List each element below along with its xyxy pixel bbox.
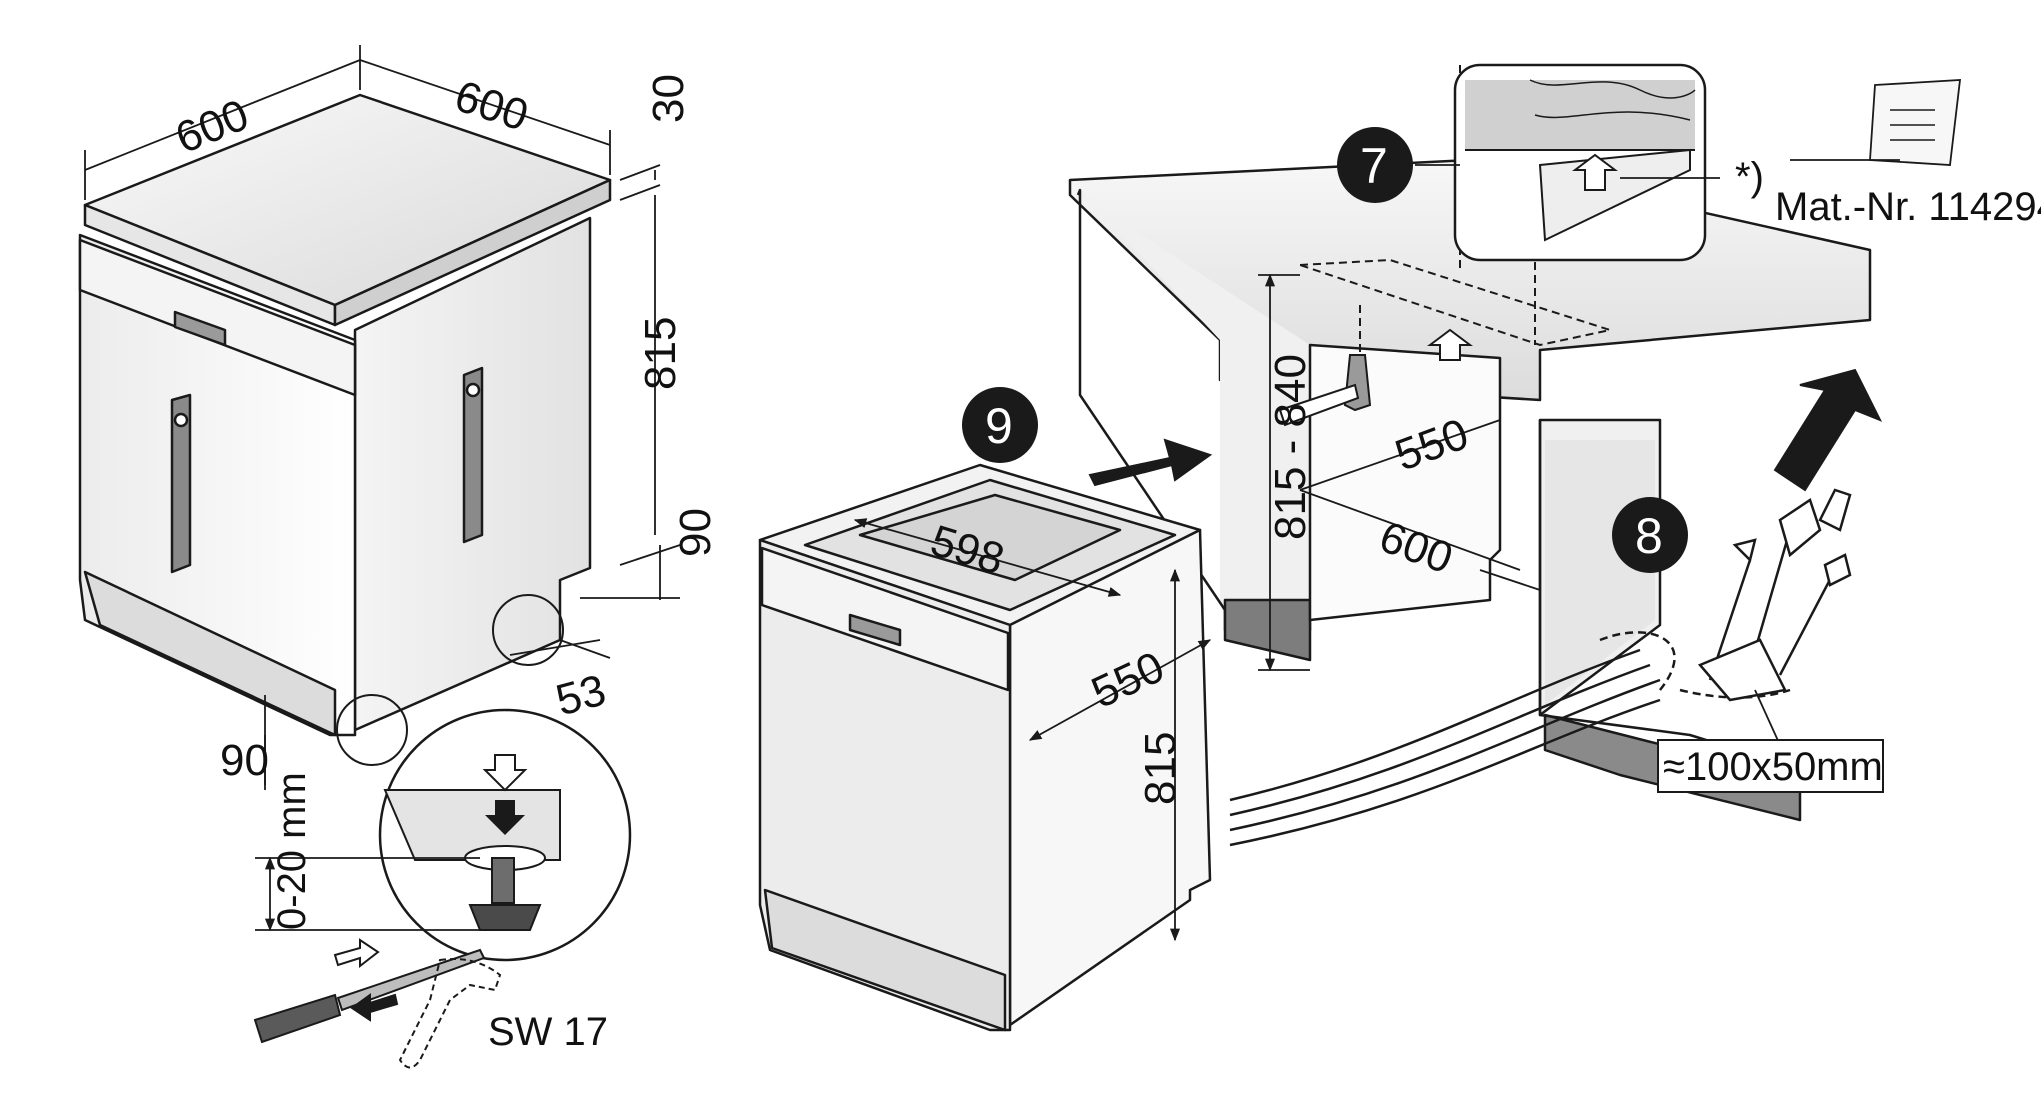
niche-left-wall [1080,190,1310,620]
wrench-icon [398,958,502,1069]
bracket-detail-inset [1453,63,1720,262]
left-dimension-lines [84,45,681,790]
foot-detail-marker-right [492,594,564,666]
foot-detail-marker-left [336,694,408,766]
dim-foot-adjust-range: 0-20 mm [270,772,314,930]
svg-text:8: 8 [1635,508,1663,564]
dim-left-plinth-left: 90 [220,736,269,785]
opening-size-box [1657,739,1884,793]
dim-right-height: 815 [1136,732,1185,805]
opening-leader-line [1754,689,1781,746]
dowel-icon [1278,354,1372,427]
dim-left-height: 815 [636,317,685,390]
wrench-size-label: SW 17 [488,1010,608,1054]
step-badge-7: 7 [1337,127,1460,203]
svg-text:7: 7 [1360,138,1388,194]
dim-left-plinth-depth: 53 [551,665,611,725]
foot-detail-zoom [378,708,632,962]
niche-dimension-lines [1258,273,1541,672]
dim-left-plinth-right: 90 [671,508,720,557]
insert-arrow-icon [1088,438,1213,487]
material-number-label: Mat.-Nr. 114294 [1775,185,2041,229]
step-badge-8: 8 [1612,497,1688,573]
screwdriver-icon [253,938,486,1044]
left-appliance [78,93,612,737]
footnote-marker: *) [1735,155,1764,199]
push-arrow-icon [1773,368,1883,492]
step-badge-9: 9 [962,387,1038,463]
dim-niche-height-range: 815 - 840 [1266,354,1315,540]
opening-size-label: ≈100x50mm [1663,745,1883,789]
svg-text:9: 9 [985,398,1013,454]
connection-hoses-icon [1697,488,1852,702]
right-unit-dimension-lines [853,518,1212,942]
screw-pack-icon [1869,79,1962,166]
dim-left-top-thickness: 30 [644,74,693,123]
foot-adjust-dimension [255,856,480,932]
